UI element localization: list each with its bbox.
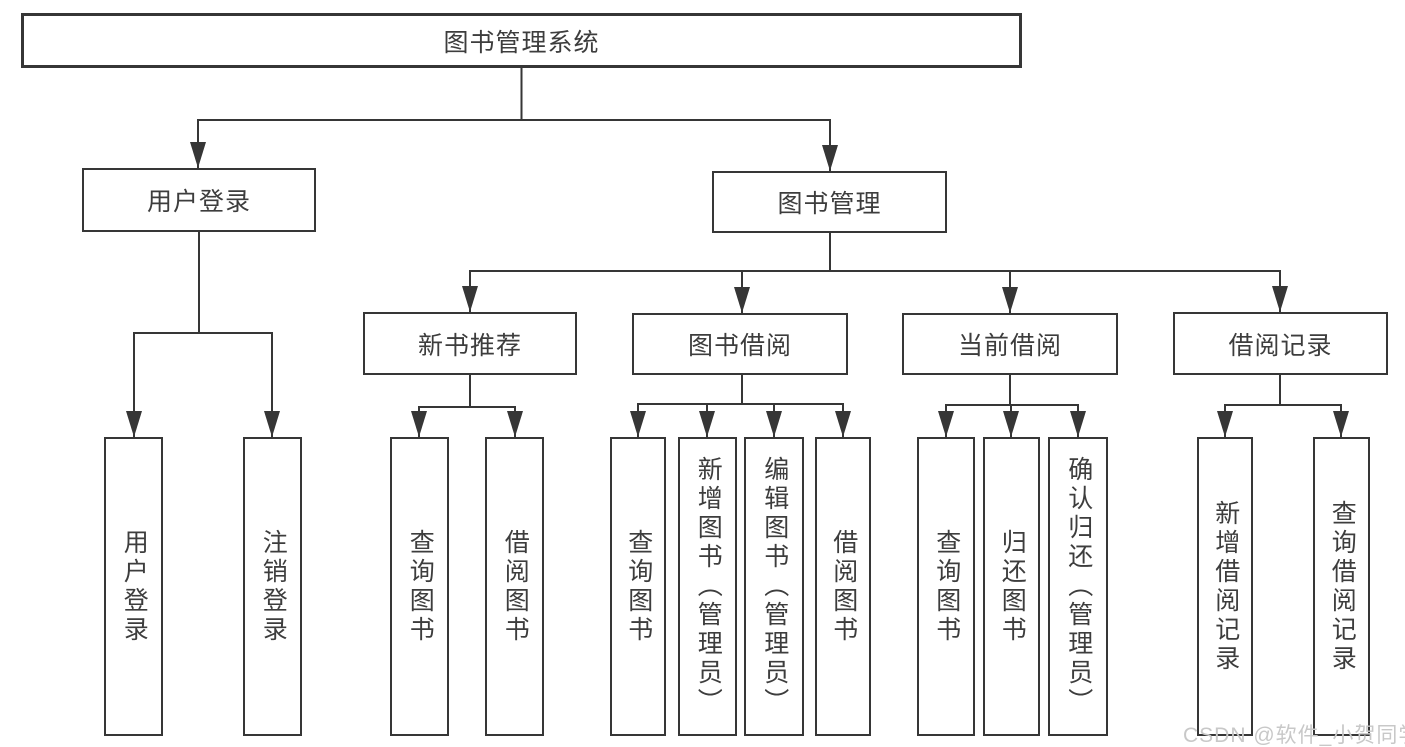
- node-label: 查询图书: [932, 528, 961, 645]
- node-label: 查询借阅记录: [1328, 499, 1357, 674]
- node-label: 借阅记录: [1228, 331, 1333, 360]
- csdn-watermark: CSDN @软件_小贺同学: [1183, 724, 1405, 747]
- leaf-query-book-3: 查询图书: [917, 437, 975, 736]
- leaf-user-login: 用户登录: [104, 437, 163, 736]
- connector-borrowrecord-bus: [1224, 404, 1342, 437]
- node-book-management: 图书管理: [712, 171, 947, 233]
- node-label: 查询图书: [406, 528, 435, 645]
- node-current-borrow: 当前借阅: [902, 313, 1118, 375]
- node-label: 新增借阅记录: [1211, 499, 1240, 674]
- node-borrow-record: 借阅记录: [1173, 312, 1388, 375]
- leaf-query-book-2: 查询图书: [610, 437, 666, 736]
- node-label: 图书管理系统: [443, 28, 600, 57]
- node-label: 借阅图书: [829, 528, 858, 645]
- leaf-query-borrow-record: 查询借阅记录: [1313, 437, 1370, 736]
- leaf-borrow-book-2: 借阅图书: [815, 437, 871, 736]
- leaf-query-book-1: 查询图书: [390, 437, 449, 736]
- connector-level2-bus: [197, 119, 831, 171]
- connector-bookborrow-bus: [637, 403, 844, 437]
- node-label: 查询图书: [624, 528, 653, 645]
- node-label: 注销登录: [259, 528, 288, 645]
- node-label: 确认归还（管理员）: [1064, 456, 1093, 717]
- leaf-add-borrow-record: 新增借阅记录: [1197, 437, 1253, 736]
- node-book-borrow: 图书借阅: [632, 313, 848, 375]
- node-label: 用户登录: [120, 528, 149, 645]
- node-label: 借阅图书: [501, 528, 530, 645]
- connector-level3-bus: [469, 270, 1281, 312]
- connector-userlogin-bus: [133, 332, 273, 437]
- node-label: 新书推荐: [417, 331, 522, 360]
- node-label: 图书管理: [777, 190, 882, 218]
- connector-newbook-bus: [418, 406, 516, 437]
- leaf-return-book: 归还图书: [983, 437, 1040, 736]
- node-user-login: 用户登录: [82, 168, 316, 232]
- node-label: 当前借阅: [957, 332, 1062, 360]
- node-label: 新增图书（管理员）: [694, 456, 723, 717]
- node-new-book-recommend: 新书推荐: [363, 312, 577, 375]
- leaf-logout: 注销登录: [243, 437, 302, 736]
- leaf-edit-book-admin: 编辑图书（管理员）: [744, 437, 804, 736]
- leaf-borrow-book-1: 借阅图书: [485, 437, 544, 736]
- node-label: 图书借阅: [687, 332, 792, 360]
- node-library-system: 图书管理系统: [21, 13, 1022, 68]
- leaf-confirm-return-admin: 确认归还（管理员）: [1048, 437, 1108, 736]
- arrowheads: [126, 142, 1349, 437]
- node-label: 编辑图书（管理员）: [760, 456, 789, 717]
- node-label: 用户登录: [146, 188, 251, 216]
- node-label: 归还图书: [998, 528, 1027, 645]
- leaf-add-book-admin: 新增图书（管理员）: [678, 437, 737, 736]
